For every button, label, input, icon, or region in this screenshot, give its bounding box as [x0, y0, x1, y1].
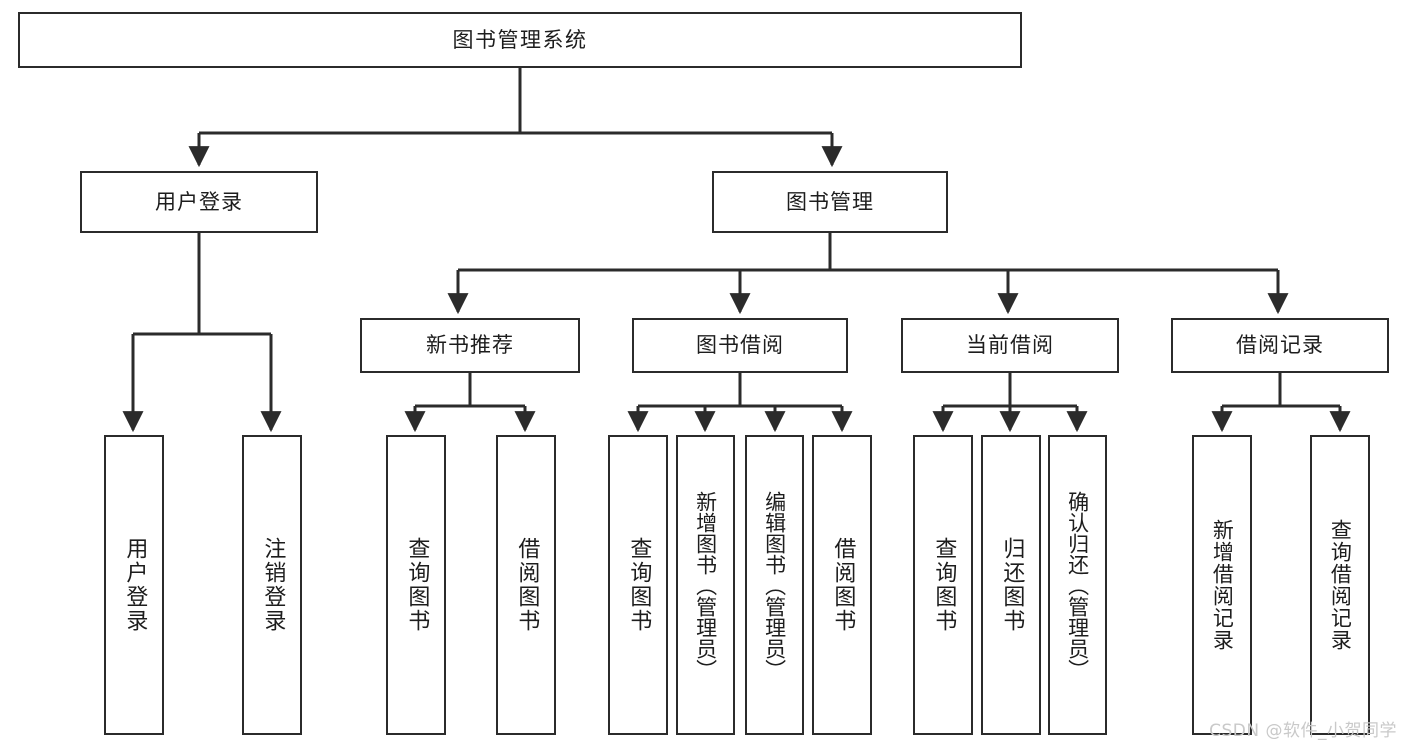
- leaf-confirm-return-admin[interactable]: 确认归还（管理员）: [1048, 435, 1107, 735]
- csdn-watermark: CSDN @软件_小贺同学: [1209, 721, 1397, 741]
- leaf-edit-book-admin[interactable]: 编辑图书（管理员）: [745, 435, 804, 735]
- node-label: 新增图书（管理员）: [693, 490, 718, 680]
- leaf-logout-login[interactable]: 注销登录: [242, 435, 302, 735]
- leaf-user-login[interactable]: 用户登录: [104, 435, 164, 735]
- node-label: 图书借阅: [696, 333, 784, 357]
- node-label: 归还图书: [999, 537, 1025, 633]
- node-label: 用户登录: [122, 537, 148, 633]
- leaf-return-book[interactable]: 归还图书: [981, 435, 1041, 735]
- node-label: 确认归还（管理员）: [1065, 490, 1090, 680]
- leaf-query-book-current[interactable]: 查询图书: [913, 435, 973, 735]
- node-borrow-record[interactable]: 借阅记录: [1171, 318, 1389, 373]
- leaf-borrow-book-recommend[interactable]: 借阅图书: [496, 435, 556, 735]
- node-label: 查询图书: [404, 537, 430, 633]
- node-book-management[interactable]: 图书管理: [712, 171, 948, 233]
- leaf-borrow-book[interactable]: 借阅图书: [812, 435, 872, 735]
- leaf-query-book-borrow[interactable]: 查询图书: [608, 435, 668, 735]
- node-label: 借阅图书: [830, 537, 856, 633]
- node-label: 用户登录: [155, 189, 243, 214]
- node-label: 图书管理系统: [452, 27, 588, 52]
- node-label: 借阅图书: [514, 537, 540, 633]
- leaf-add-borrow-record[interactable]: 新增借阅记录: [1192, 435, 1252, 735]
- node-current-borrow[interactable]: 当前借阅: [901, 318, 1119, 373]
- node-user-login[interactable]: 用户登录: [80, 171, 318, 233]
- leaf-query-book-recommend[interactable]: 查询图书: [386, 435, 446, 735]
- leaf-add-book-admin[interactable]: 新增图书（管理员）: [676, 435, 735, 735]
- node-label: 编辑图书（管理员）: [762, 490, 787, 680]
- node-label: 新增借阅记录: [1210, 519, 1235, 651]
- node-label: 借阅记录: [1236, 333, 1324, 357]
- leaf-query-borrow-record[interactable]: 查询借阅记录: [1310, 435, 1370, 735]
- node-book-borrow[interactable]: 图书借阅: [632, 318, 848, 373]
- node-label: 当前借阅: [966, 333, 1054, 357]
- node-label: 新书推荐: [426, 333, 514, 357]
- node-root-library-system[interactable]: 图书管理系统: [18, 12, 1022, 68]
- node-label: 查询图书: [931, 537, 957, 633]
- node-new-book-recommend[interactable]: 新书推荐: [360, 318, 580, 373]
- node-label: 查询借阅记录: [1328, 519, 1353, 651]
- node-label: 查询图书: [626, 537, 652, 633]
- node-label: 注销登录: [260, 537, 286, 633]
- node-label: 图书管理: [786, 189, 874, 214]
